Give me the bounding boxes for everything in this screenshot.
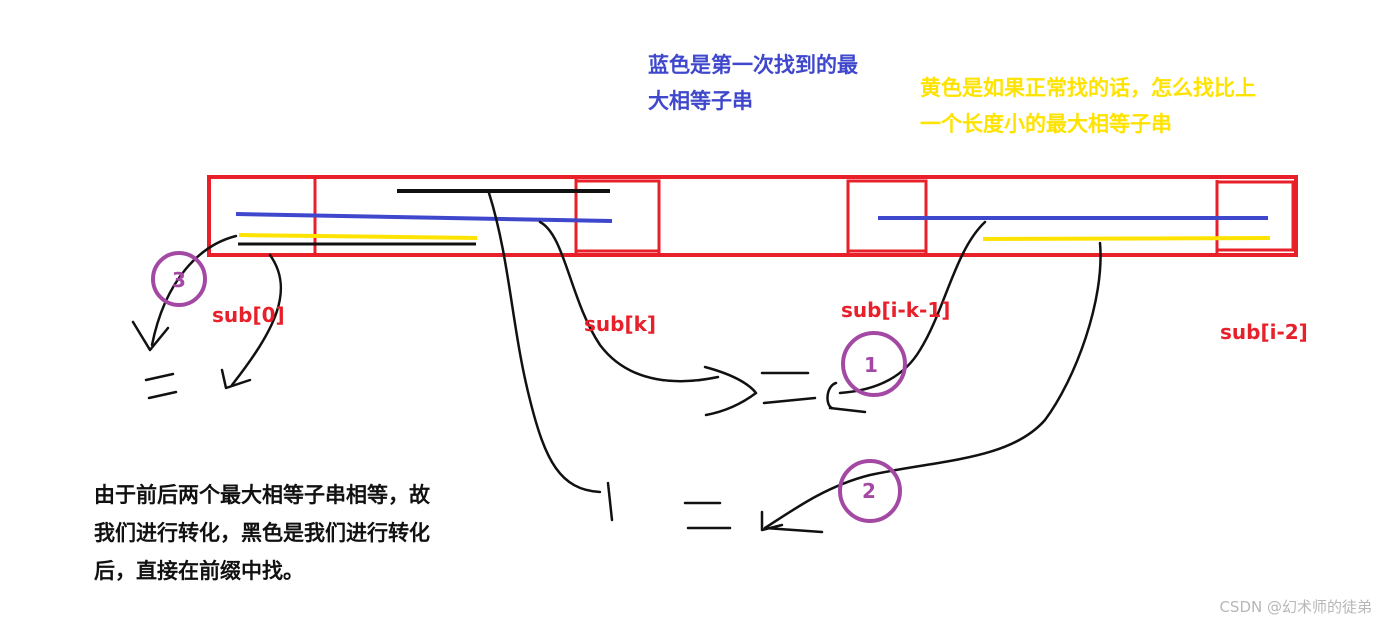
circle-1 <box>841 331 907 397</box>
yellow-note: 黄色是如果正常找的话，怎么找比上 一个长度小的最大相等子串 <box>920 70 1256 142</box>
label-sub-k: sub[k] <box>584 312 657 336</box>
blue-left-line <box>235 212 613 223</box>
yellow-note-line-2: 一个长度小的最大相等子串 <box>920 112 1172 136</box>
blue-note: 蓝色是第一次找到的最 大相等子串 <box>648 47 858 119</box>
black-note-line-1: 由于前后两个最大相等子串相等，故 <box>94 483 430 507</box>
blue-note-line-2: 大相等子串 <box>648 89 753 113</box>
string-outer-box <box>207 175 1298 257</box>
blue-note-line-1: 蓝色是第一次找到的最 <box>648 53 858 77</box>
black-note-line-2: 我们进行转化，黑色是我们进行转化 <box>94 521 430 545</box>
black-note: 由于前后两个最大相等子串相等，故 我们进行转化，黑色是我们进行转化 后，直接在前… <box>94 476 430 590</box>
black-note-line-3: 后，直接在前缀中找。 <box>94 559 304 583</box>
yellow-note-line-1: 黄色是如果正常找的话，怎么找比上 <box>920 76 1256 100</box>
circle-2 <box>838 459 902 523</box>
circle-3 <box>151 251 207 307</box>
cell-sub-k <box>574 179 661 253</box>
yellow-right-line <box>982 236 1271 241</box>
watermark: CSDN @幻术师的徒弟 <box>1219 598 1372 616</box>
label-sub-0: sub[0] <box>212 303 285 327</box>
circle-number-3: 3 <box>172 268 186 292</box>
circle-number-1: 1 <box>864 353 878 377</box>
label-sub-i-k-1: sub[i-k-1] <box>841 298 951 322</box>
yellow-left-line <box>238 233 478 240</box>
hand-strokes <box>131 191 1102 534</box>
label-sub-i-2: sub[i-2] <box>1220 320 1308 344</box>
circle-number-2: 2 <box>862 479 876 503</box>
